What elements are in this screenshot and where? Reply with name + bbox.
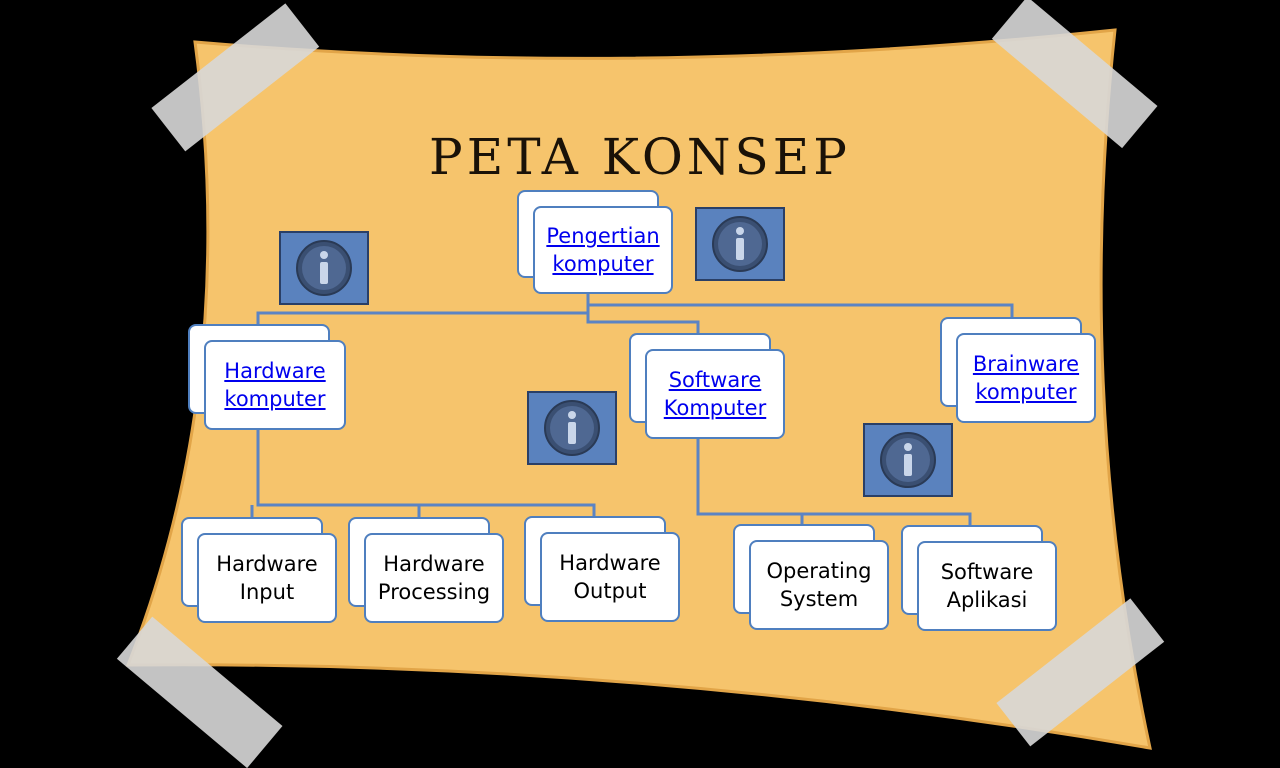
info-button-hardware[interactable] — [279, 231, 369, 305]
info-button-pengertian[interactable] — [695, 207, 785, 281]
page-title: Peta Konsep — [429, 128, 851, 186]
tape-top-left — [151, 3, 320, 152]
info-icon — [880, 432, 936, 488]
info-icon — [544, 400, 600, 456]
info-icon — [296, 240, 352, 296]
tape-bottom-left — [116, 616, 283, 768]
tape-bottom-right — [996, 598, 1165, 747]
tape-top-right — [991, 0, 1158, 149]
info-button-software[interactable] — [527, 391, 617, 465]
info-button-brainware[interactable] — [863, 423, 953, 497]
info-icon — [712, 216, 768, 272]
